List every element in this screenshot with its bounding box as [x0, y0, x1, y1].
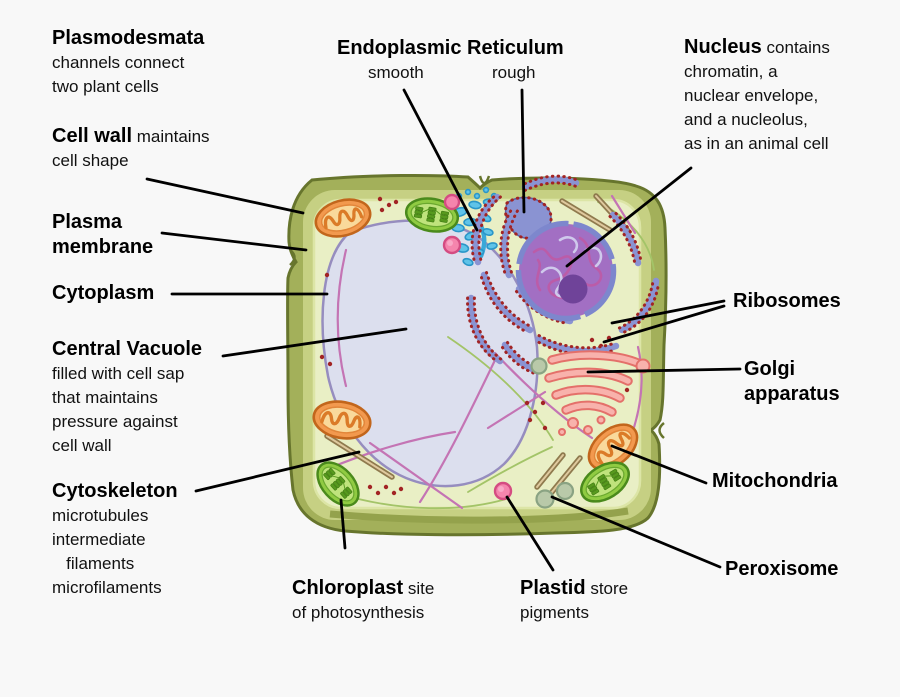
- leader-cell-wall: [145, 177, 305, 215]
- plastid-desc: pigments: [520, 603, 589, 622]
- label-nucleus: Nucleus contains chromatin, a nuclear en…: [684, 35, 856, 156]
- label-cytoplasm: Cytoplasm: [52, 281, 154, 306]
- microfilaments: [328, 194, 643, 510]
- mitochondrion: [314, 198, 372, 238]
- cell-wall-desc: cell shape: [52, 151, 129, 170]
- leader-central-vacuole: [221, 327, 408, 358]
- plasma-membrane-term: Plasma membrane: [52, 211, 154, 258]
- leader-ribosomes-1: [610, 299, 726, 325]
- label-peroxisome: Peroxisome: [725, 558, 839, 580]
- label-central-vacuole: Central Vacuole filled with cell sap tha…: [52, 337, 202, 458]
- mitochondrion: [312, 400, 372, 440]
- central-vacuole-term: Central Vacuole: [52, 338, 203, 360]
- nucleus-inline: contains: [766, 38, 830, 57]
- leader-cytoskeleton: [194, 450, 361, 493]
- leader-er-smooth: [402, 88, 479, 232]
- cytoskeleton-desc: microtubules intermediate filaments micr…: [52, 506, 162, 597]
- leader-peroxisome: [550, 495, 722, 569]
- label-cytoskeleton: Cytoskeleton microtubules intermediate f…: [52, 479, 178, 600]
- cytoskeleton-term: Cytoskeleton: [52, 480, 178, 502]
- cell-wall-inline: maintains: [136, 127, 210, 146]
- nucleus-term: Nucleus: [684, 36, 762, 58]
- plastid-inline: store: [590, 579, 629, 598]
- label-cell-wall: Cell wall maintains cell shape: [52, 124, 210, 173]
- leader-er-rough: [520, 88, 526, 214]
- nuclear-envelope: [515, 220, 617, 322]
- chloroplast: [404, 197, 460, 233]
- cytoplasm-term: Cytoplasm: [52, 282, 155, 304]
- plastid: [442, 193, 513, 501]
- label-ribosomes: Ribosomes: [733, 290, 841, 312]
- cell-wall-term: Cell wall: [52, 125, 133, 147]
- label-plasmodesmata: Plasmodesmata channels connect two plant…: [52, 26, 204, 99]
- plasmodesmata-desc: channels connect two plant cells: [52, 53, 185, 96]
- leader-ribosomes-2: [602, 304, 726, 344]
- leader-chloroplast: [339, 498, 347, 550]
- label-mitochondria: Mitochondria: [712, 470, 838, 492]
- leader-plasma-membrane: [160, 231, 308, 252]
- label-er-smooth: smooth: [368, 63, 424, 82]
- nucleus: [515, 220, 617, 322]
- leader-plastid: [505, 495, 555, 572]
- central-vacuole: [321, 219, 539, 488]
- cell-wall-inner-stripe: [329, 507, 629, 524]
- plasmodesmata-term: Plasmodesmata: [52, 27, 205, 49]
- label-chloroplast: Chloroplast site of photosynthesis: [292, 576, 434, 625]
- chloroplast-desc: of photosynthesis: [292, 603, 425, 622]
- leader-nucleus: [565, 166, 693, 268]
- label-er-rough: rough: [492, 63, 536, 82]
- leader-mitochondria: [610, 444, 708, 485]
- chloroplast-inline: site: [407, 579, 435, 598]
- nucleus-desc: chromatin, a nuclear envelope, and a nuc…: [684, 62, 829, 153]
- plasmodesmata-notches: [289, 175, 665, 439]
- chloroplast: [580, 461, 630, 503]
- plastid-term: Plastid: [520, 577, 586, 599]
- label-golgi: Golgi apparatus: [744, 358, 840, 405]
- chloroplast-term: Chloroplast: [292, 577, 404, 599]
- nucleolus: [558, 274, 588, 304]
- leader-lines: [145, 88, 742, 572]
- peroxisome: [530, 357, 575, 509]
- label-er-title: Endoplasmic Reticulum: [337, 37, 564, 59]
- free-ribosome-dots: [319, 196, 630, 496]
- chloroplast: [316, 461, 360, 507]
- label-plasma-membrane: Plasma membrane: [52, 210, 153, 260]
- central-vacuole-desc: filled with cell sap that maintains pres…: [52, 364, 185, 455]
- label-plastid: Plastid store pigments: [520, 576, 628, 625]
- leader-golgi: [586, 367, 742, 374]
